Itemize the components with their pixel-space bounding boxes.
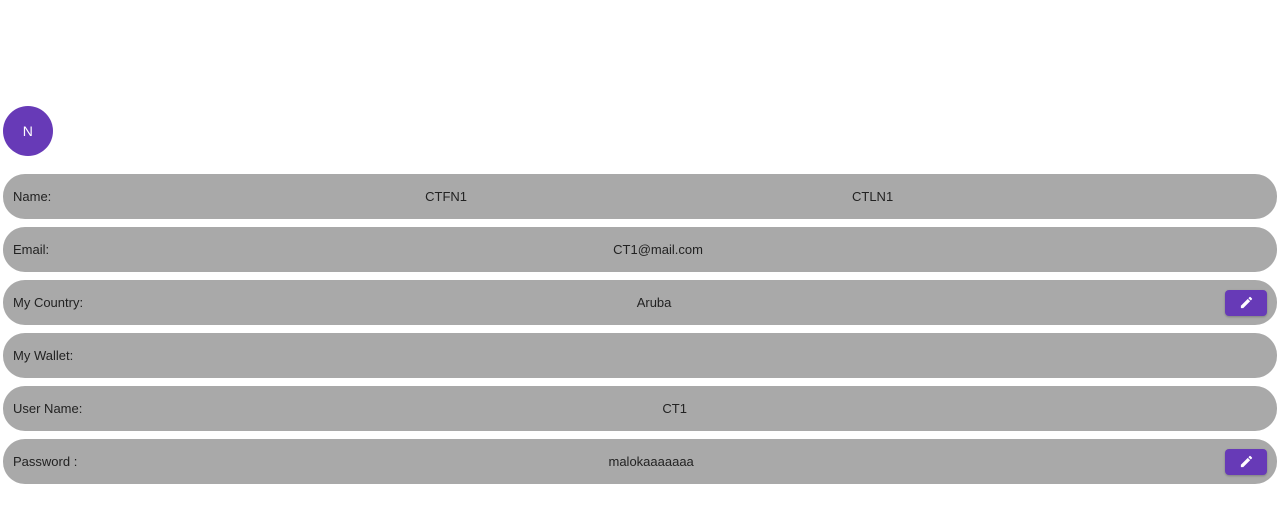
country-values: Aruba <box>83 295 1225 310</box>
wallet-row: My Wallet: <box>3 333 1277 378</box>
country-label: My Country: <box>13 295 84 310</box>
avatar-letter: N <box>22 123 34 139</box>
password-value: malokaaaaaaa <box>608 454 694 469</box>
username-label: User Name: <box>13 401 83 416</box>
pencil-icon <box>1239 295 1254 310</box>
name-values: CTFN1 CTLN1 <box>51 189 1267 204</box>
email-values: CT1@mail.com <box>49 242 1267 257</box>
avatar: N <box>3 106 53 156</box>
pencil-icon <box>1239 454 1254 469</box>
email-row: Email: CT1@mail.com <box>3 227 1277 272</box>
password-values: malokaaaaaaa <box>77 454 1225 469</box>
profile-fields: Name: CTFN1 CTLN1 Email: CT1@mail.com My… <box>3 174 1277 492</box>
name-row: Name: CTFN1 CTLN1 <box>3 174 1277 219</box>
name-label: Name: <box>13 189 52 204</box>
password-label: Password : <box>13 454 78 469</box>
email-label: Email: <box>13 242 50 257</box>
country-value: Aruba <box>636 295 672 310</box>
username-row: User Name: CT1 <box>3 386 1277 431</box>
edit-country-button[interactable] <box>1225 289 1267 316</box>
password-row: Password : malokaaaaaaa <box>3 439 1277 484</box>
first-name-value: CTFN1 <box>425 189 467 204</box>
country-row: My Country: Aruba <box>3 280 1277 325</box>
edit-password-button[interactable] <box>1225 448 1267 475</box>
username-value: CT1 <box>662 401 687 416</box>
username-values: CT1 <box>82 401 1267 416</box>
last-name-value: CTLN1 <box>852 189 894 204</box>
wallet-label: My Wallet: <box>13 348 74 363</box>
email-value: CT1@mail.com <box>613 242 703 257</box>
